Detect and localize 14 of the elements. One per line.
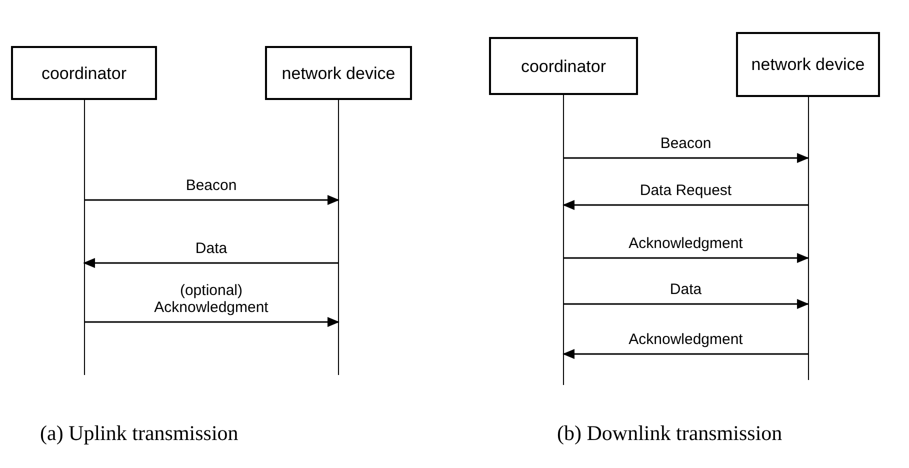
participant-box: coordinator: [11, 46, 157, 100]
participant-box: network device: [736, 32, 880, 97]
subfigure-caption: (b) Downlink transmission: [557, 420, 782, 447]
participant-box: coordinator: [489, 37, 638, 95]
arrow: [562, 200, 808, 210]
arrow: [562, 349, 808, 359]
arrow: [84, 195, 340, 205]
subfigure-caption: (a) Uplink transmission: [40, 420, 238, 447]
arrow: [564, 153, 809, 163]
participant-box: network device: [265, 46, 412, 100]
arrow: [83, 258, 338, 268]
arrow: [564, 299, 809, 309]
arrow: [84, 317, 340, 327]
arrow: [564, 253, 809, 263]
